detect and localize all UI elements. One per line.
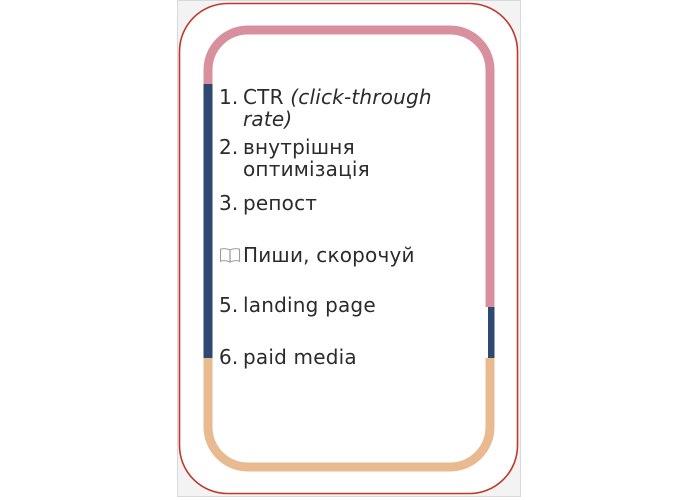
list-item: 1. CTR (click-through rate)	[219, 86, 459, 130]
item-text: landing page	[243, 293, 376, 317]
item-number: 6.	[219, 345, 239, 369]
card-outer-border	[178, 2, 519, 495]
frame-bottom-tan	[203, 358, 495, 472]
list-item: 6. paid media	[219, 346, 459, 368]
list-item: Пиши, скорочуй	[219, 244, 459, 266]
item-text: CTR (click-through rate)	[243, 85, 432, 131]
item-number: 1.	[219, 85, 239, 109]
term-list: 1. CTR (click-through rate) 2. внутрішня…	[219, 86, 459, 368]
frame-left-navy	[203, 84, 213, 361]
item-text: paid media	[243, 345, 357, 369]
item-text: репост	[243, 191, 318, 215]
open-book-icon	[219, 244, 243, 266]
list-item: 5. landing page	[219, 294, 459, 316]
list-item: 2. внутрішня оптимізація	[219, 136, 459, 180]
item-text: Пиши, скорочуй	[243, 243, 415, 267]
item-text: внутрішня оптимізація	[243, 135, 370, 181]
item-note: (click-through rate)	[243, 85, 432, 131]
item-number: 5.	[219, 293, 239, 317]
item-number: 3.	[219, 191, 239, 215]
list-item: 3. репост	[219, 192, 459, 214]
item-number: 2.	[219, 135, 239, 159]
